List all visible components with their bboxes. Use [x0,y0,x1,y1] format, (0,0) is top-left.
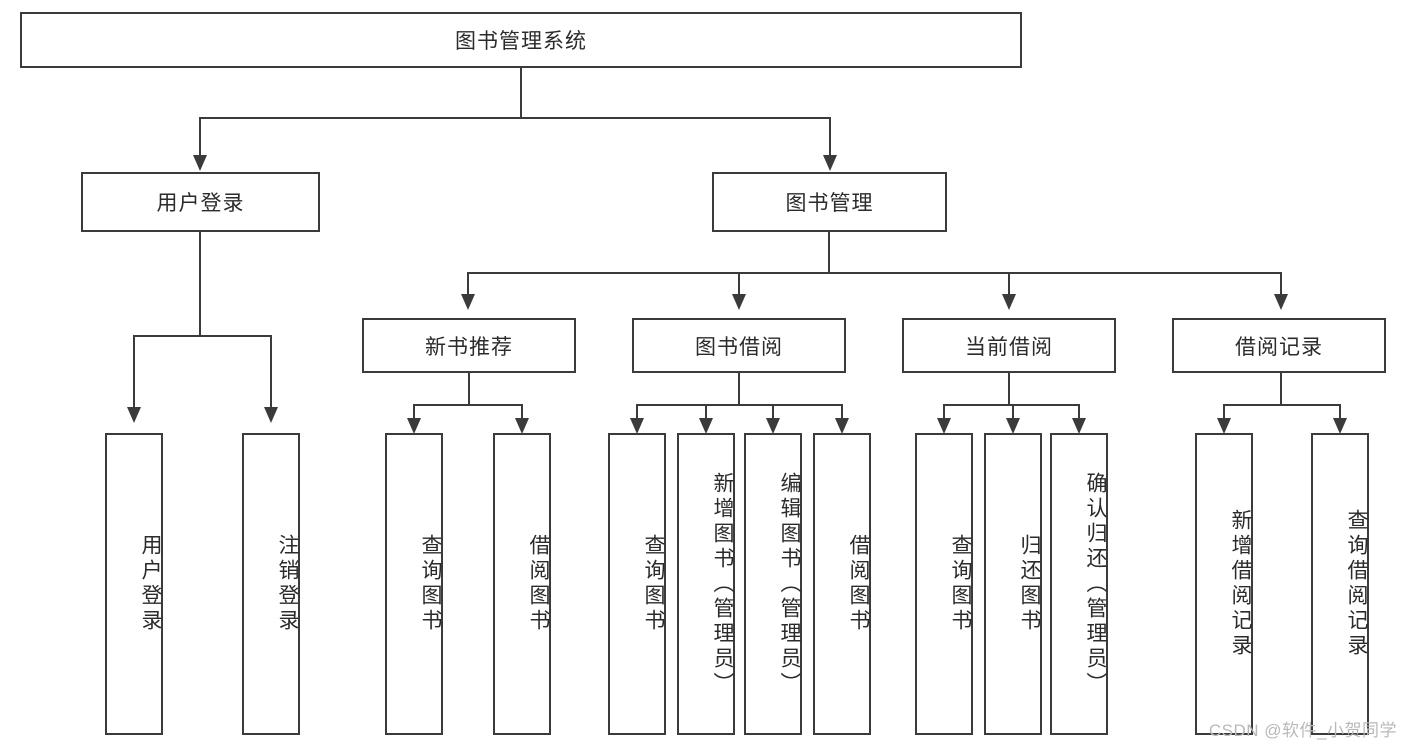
node-leaf-edit-book-label: 编辑图书（管理员） [778,471,801,697]
node-leaf-logout[interactable]: 注销登录 [242,433,300,735]
edge-book-borrow-stem [738,373,740,405]
edge-user-login-stem [199,232,201,336]
arrow-borrow-record-to-leaf-2 [1333,418,1347,434]
edge-book-manage-bar [467,272,1282,274]
edge-book-borrow-to-leaf-1 [636,404,638,420]
node-user-login-label: 用户登录 [156,192,245,215]
edge-book-manage-to-borrow-record [1280,272,1282,296]
edge-current-borrow-to-leaf-2 [1012,404,1014,420]
edge-current-borrow-to-leaf-3 [1078,404,1080,420]
edge-borrow-record-to-leaf-2 [1339,404,1341,420]
arrow-borrow-record-to-leaf-1 [1217,418,1231,434]
edge-root-to-user-login [199,117,201,157]
arrow-root-to-user-login [193,155,207,171]
node-root-label: 图书管理系统 [455,30,587,53]
node-leaf-query-record[interactable]: 查询借阅记录 [1311,433,1369,735]
edge-root-bar [199,117,831,119]
node-leaf-query-book-3-label: 查询图书 [949,534,972,634]
node-borrow-record[interactable]: 借阅记录 [1172,318,1386,373]
node-borrow-record-label: 借阅记录 [1235,335,1323,359]
node-current-borrow-label: 当前借阅 [965,335,1053,359]
edge-user-login-to-leaf-1 [133,335,135,409]
edge-current-borrow-to-leaf-1 [943,404,945,420]
arrow-book-borrow-to-leaf-4 [835,418,849,434]
node-leaf-add-book-label: 新增图书（管理员） [711,471,734,697]
node-new-book-recommend-label: 新书推荐 [425,335,513,359]
arrow-book-manage-to-current-borrow [1002,294,1016,310]
arrow-book-borrow-to-leaf-2 [699,418,713,434]
node-leaf-user-login-label: 用户登录 [139,534,162,634]
arrow-book-borrow-to-leaf-1 [630,418,644,434]
edge-book-borrow-bar [636,404,843,406]
edge-root-stem [520,68,522,118]
arrow-current-borrow-to-leaf-1 [937,418,951,434]
node-leaf-query-book-2-label: 查询图书 [642,534,665,634]
node-leaf-query-record-label: 查询借阅记录 [1345,509,1368,659]
arrow-book-borrow-to-leaf-3 [766,418,780,434]
node-current-borrow[interactable]: 当前借阅 [902,318,1116,373]
node-leaf-query-book-1[interactable]: 查询图书 [385,433,443,735]
node-leaf-borrow-book-2[interactable]: 借阅图书 [813,433,871,735]
node-book-manage-label: 图书管理 [785,192,874,215]
edge-new-book-stem [468,373,470,405]
edge-book-borrow-to-leaf-2 [705,404,707,420]
node-leaf-query-book-2[interactable]: 查询图书 [608,433,666,735]
node-leaf-logout-label: 注销登录 [276,534,299,634]
node-leaf-borrow-book-1[interactable]: 借阅图书 [493,433,551,735]
node-leaf-confirm-return-label: 确认归还（管理员） [1084,471,1107,697]
node-leaf-borrow-book-1-label: 借阅图书 [527,534,550,634]
node-book-borrow[interactable]: 图书借阅 [632,318,846,373]
node-leaf-query-book-1-label: 查询图书 [419,534,442,634]
node-leaf-borrow-book-2-label: 借阅图书 [847,534,870,634]
edge-user-login-to-leaf-2 [270,335,272,409]
arrow-book-manage-to-book-borrow [732,294,746,310]
edge-borrow-record-to-leaf-1 [1223,404,1225,420]
node-leaf-add-record[interactable]: 新增借阅记录 [1195,433,1253,735]
arrow-new-book-to-leaf-1 [407,418,421,434]
node-root[interactable]: 图书管理系统 [20,12,1022,68]
node-leaf-user-login[interactable]: 用户登录 [105,433,163,735]
node-leaf-query-book-3[interactable]: 查询图书 [915,433,973,735]
arrow-current-borrow-to-leaf-3 [1072,418,1086,434]
arrow-user-login-to-leaf-2 [264,407,278,423]
edge-book-manage-to-new-book [467,272,469,296]
edge-new-book-to-leaf-1 [413,404,415,420]
arrow-root-to-book-manage [823,155,837,171]
node-book-borrow-label: 图书借阅 [695,335,783,359]
edge-book-manage-to-current-borrow [1008,272,1010,296]
node-book-manage[interactable]: 图书管理 [712,172,947,232]
edge-book-manage-to-book-borrow [738,272,740,296]
edge-root-to-book-manage [829,117,831,157]
node-new-book-recommend[interactable]: 新书推荐 [362,318,576,373]
edge-book-borrow-to-leaf-3 [772,404,774,420]
edge-new-book-to-leaf-2 [521,404,523,420]
arrow-current-borrow-to-leaf-2 [1006,418,1020,434]
edge-current-borrow-bar [943,404,1079,406]
edge-borrow-record-stem [1280,373,1282,405]
arrow-user-login-to-leaf-1 [127,407,141,423]
node-leaf-confirm-return[interactable]: 确认归还（管理员） [1050,433,1108,735]
node-leaf-edit-book[interactable]: 编辑图书（管理员） [744,433,802,735]
node-user-login[interactable]: 用户登录 [81,172,320,232]
edge-borrow-record-bar [1223,404,1340,406]
edge-book-borrow-to-leaf-4 [841,404,843,420]
edge-user-login-bar [133,335,272,337]
edge-book-manage-stem [828,232,830,273]
edge-new-book-bar [413,404,523,406]
node-leaf-return-book[interactable]: 归还图书 [984,433,1042,735]
node-leaf-add-record-label: 新增借阅记录 [1229,509,1252,659]
edge-current-borrow-stem [1008,373,1010,405]
arrow-book-manage-to-borrow-record [1274,294,1288,310]
node-leaf-return-book-label: 归还图书 [1018,534,1041,634]
node-leaf-add-book[interactable]: 新增图书（管理员） [677,433,735,735]
arrow-book-manage-to-new-book [461,294,475,310]
arrow-new-book-to-leaf-2 [515,418,529,434]
